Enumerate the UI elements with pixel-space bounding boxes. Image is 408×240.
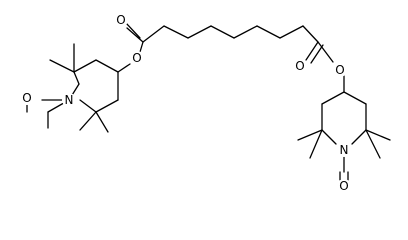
bond: [95, 99, 119, 113]
bond: [310, 44, 324, 64]
atom-labels: O O O O N O N O: [20, 13, 351, 193]
nitroso-oxygen-left: O: [22, 91, 31, 105]
bond: [351, 129, 367, 145]
bond: [365, 129, 381, 159]
bond: [302, 25, 319, 43]
bond: [73, 71, 80, 85]
bond: [73, 59, 97, 73]
bond: [297, 129, 323, 141]
bond: [233, 25, 258, 39]
nitroso-oxygen-right: O: [339, 179, 348, 193]
bond: [343, 91, 367, 105]
ester-oxygen-right: O: [335, 63, 344, 77]
bond: [79, 111, 97, 131]
bond: [126, 27, 144, 43]
bond: [309, 129, 323, 159]
bond: [317, 41, 334, 63]
bond: [187, 25, 212, 39]
bond: [95, 111, 109, 133]
bond: [49, 59, 75, 73]
ring-nitrogen-left: N: [65, 93, 74, 107]
bond: [142, 25, 165, 43]
bond: [365, 129, 391, 141]
bond: [210, 25, 235, 39]
bond: [139, 41, 144, 53]
bond: [305, 41, 319, 61]
carbonyl-oxygen-left: O: [116, 13, 125, 27]
ring-nitrogen-right: N: [340, 143, 349, 157]
bond: [321, 129, 337, 145]
bond-lines: [26, 22, 391, 181]
molecule-diagram: O O O O N O N O: [20, 13, 391, 193]
bond: [125, 22, 141, 39]
carbonyl-oxygen-right: O: [295, 59, 304, 73]
bond: [256, 25, 281, 39]
bond: [279, 25, 304, 39]
bond: [163, 25, 189, 39]
bond: [95, 59, 119, 73]
bond: [117, 63, 131, 73]
ester-oxygen-left: O: [132, 51, 141, 65]
bond: [321, 91, 345, 105]
bond: [79, 99, 97, 113]
